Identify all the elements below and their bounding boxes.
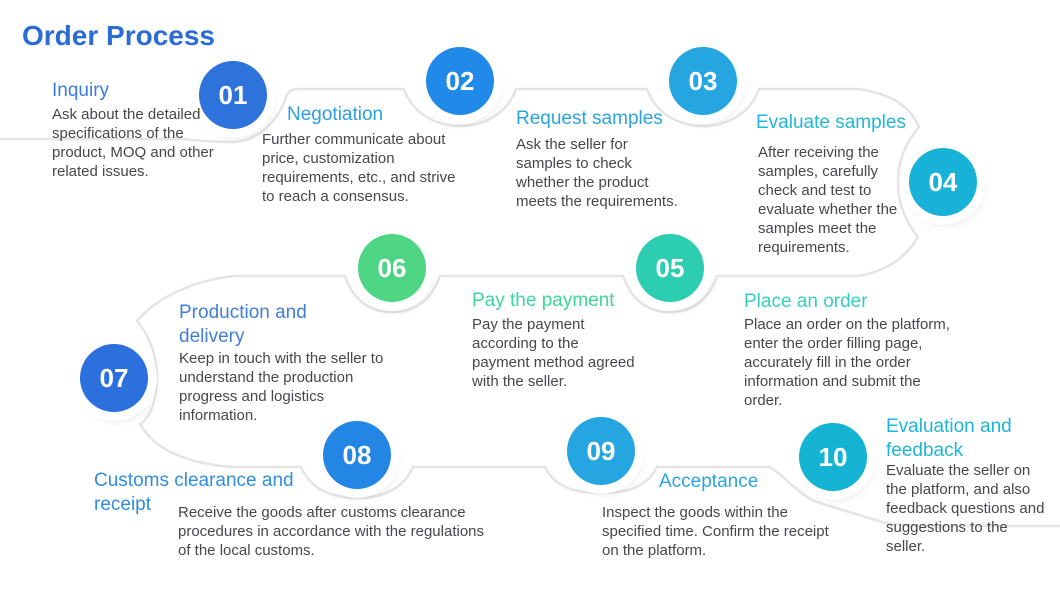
step-05-circle: 05 [636, 234, 704, 302]
step-08-circle: 08 [323, 421, 391, 489]
step-09-title: Acceptance [659, 471, 759, 492]
step-01-title: Inquiry [52, 80, 110, 101]
step-06-title: Pay the payment [472, 290, 615, 311]
step-10-title: Evaluation and feedback [886, 416, 1012, 461]
step-03-title: Request samples [516, 108, 663, 129]
step-07-circle: 07 [80, 344, 148, 412]
step-05-description: Place an order on the platform, enter th… [744, 316, 950, 409]
step-02-circle: 02 [426, 47, 494, 115]
page-title: Order Process [22, 20, 215, 51]
step-08-description: Receive the goods after customs clearanc… [178, 504, 485, 559]
step-08-title: Customs clearance and receipt [94, 470, 294, 515]
step-06-description: Pay the payment according to the payment… [472, 316, 635, 390]
step-01-description: Ask about the detailed specifications of… [52, 106, 214, 180]
step-09-circle: 09 [567, 417, 635, 485]
step-06-circle: 06 [358, 234, 426, 302]
step-07-title: Production and delivery [179, 302, 307, 347]
step-03-circle: 03 [669, 47, 737, 115]
step-02-description: Further communicate about price, customi… [262, 131, 456, 205]
step-04-title: Evaluate samples [756, 112, 906, 133]
step-09-description: Inspect the goods within the specified t… [602, 504, 829, 559]
step-05-title: Place an order [744, 291, 868, 312]
step-03-description: Ask the seller for samples to check whet… [516, 136, 678, 210]
step-04-circle: 04 [909, 148, 977, 216]
step-02-title: Negotiation [287, 104, 384, 125]
step-10-circle: 10 [799, 423, 867, 491]
step-01-circle: 01 [199, 61, 267, 129]
step-07-description: Keep in touch with the seller to underst… [179, 350, 384, 424]
step-10-description: Evaluate the seller on the platform, and… [886, 462, 1045, 555]
step-04-description: After receiving the samples, carefully c… [758, 144, 898, 256]
